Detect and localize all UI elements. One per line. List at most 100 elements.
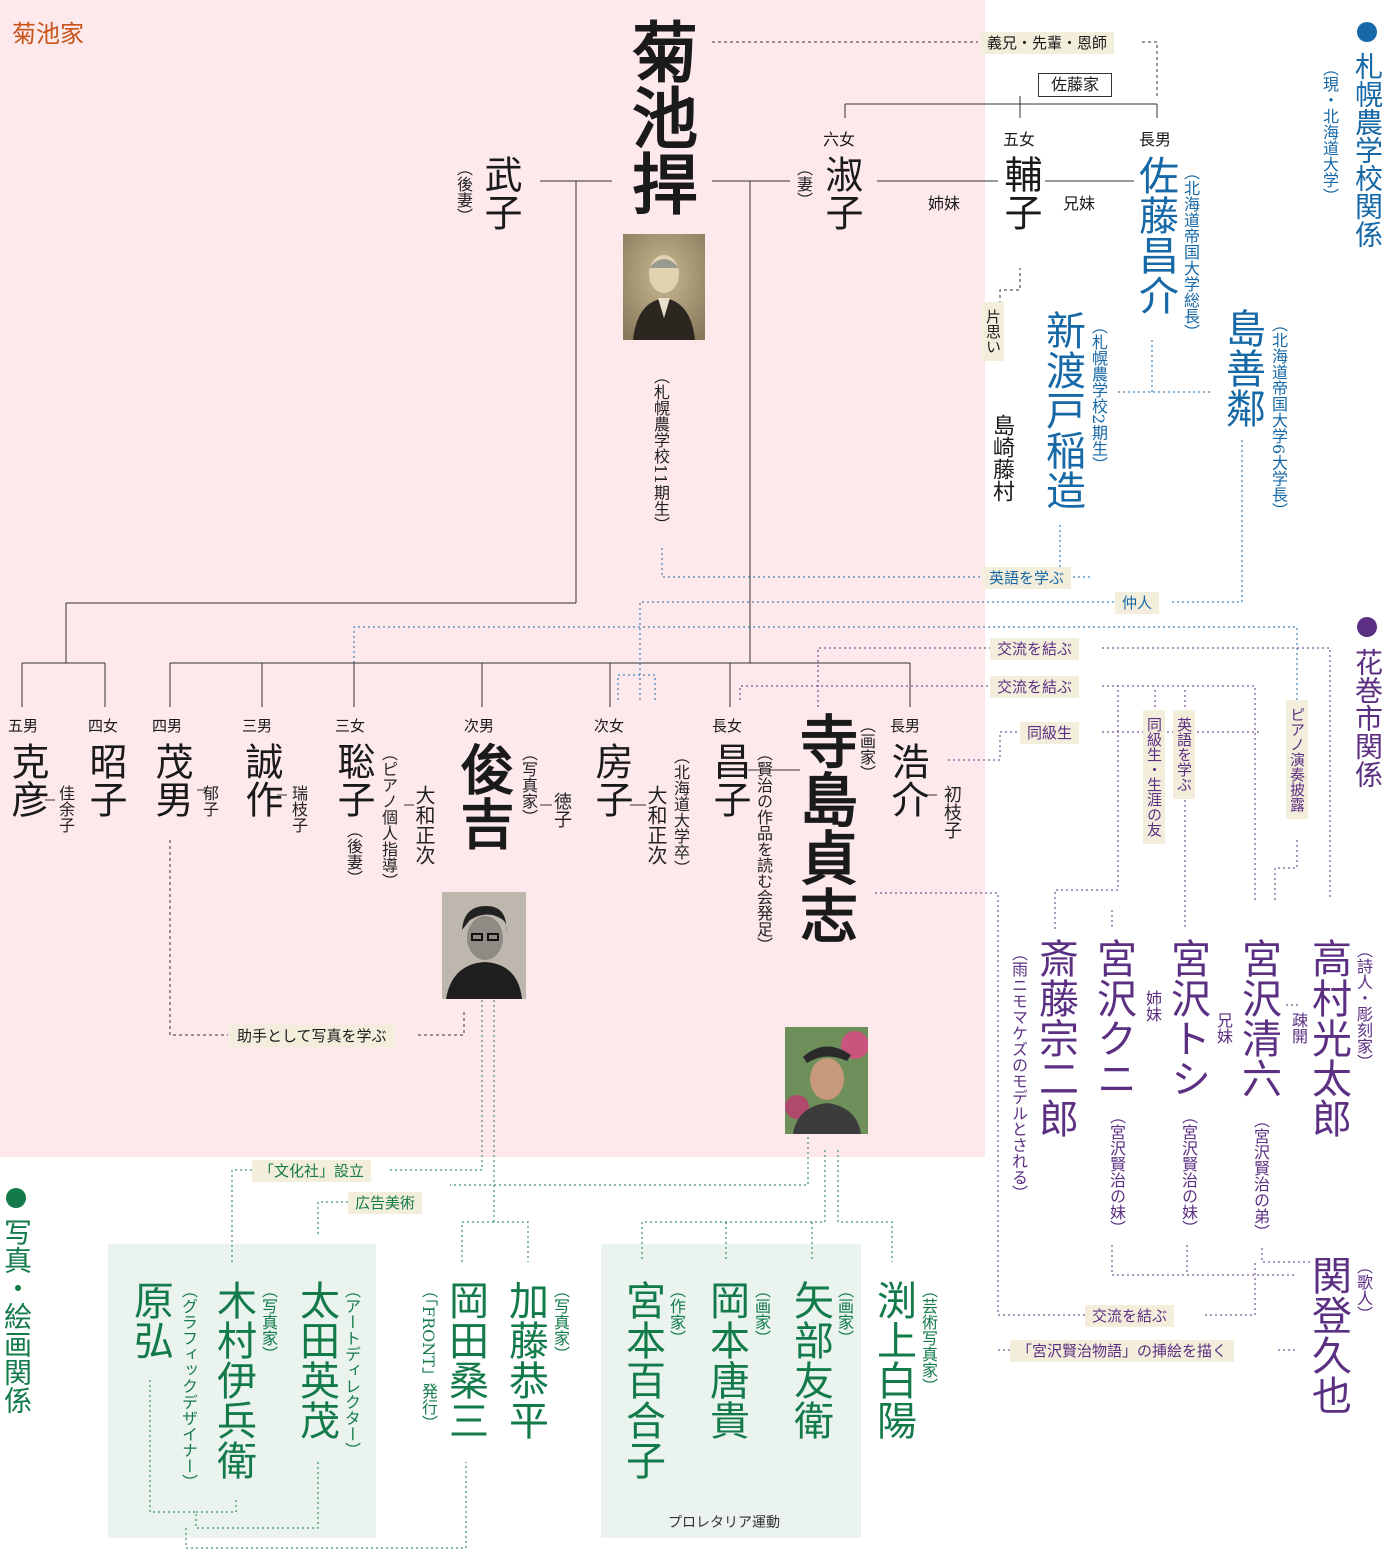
seiroku-note: （宮沢賢治の弟） (1251, 1112, 1270, 1240)
shunkichi-spouse: 徳子 (551, 792, 572, 828)
shima-zenrin-name: 島善鄰 (1219, 308, 1265, 428)
masako-rank: 長女 (712, 717, 743, 735)
hara-note: （グラフィックデザイナー） (179, 1282, 198, 1490)
seisaku-rank: 三男 (242, 717, 273, 735)
shunkichi-rank: 次男 (464, 717, 495, 735)
yoshiko-rank: 六女 (823, 130, 856, 149)
fuchigami-note: （芸術写真家） (919, 1282, 938, 1394)
label-koryu-3: 交流を結ぶ (1085, 1305, 1175, 1327)
fusako-spouse: 大和正次 (644, 785, 668, 865)
seki-name: 関登久也 (1305, 1255, 1351, 1415)
shima-zenrin-note: （北海道帝国大学6大学長） (1269, 316, 1288, 519)
kikuchi-kan-note: （札幌農学校11期生） (651, 368, 670, 533)
kato-name: 加藤恭平 (502, 1280, 548, 1440)
hara-name: 原弘 (127, 1280, 173, 1360)
relation-shimai-2: 姉妹 (1143, 990, 1162, 1022)
label-joshu: 助手として写真を学ぶ (230, 1025, 394, 1047)
sato-shosuke-note: （北海道帝国大学総長） (1181, 164, 1200, 340)
saito-name: 斎藤宗二郎 (1032, 938, 1078, 1138)
label-proletaria: プロレタリア運動 (668, 1515, 780, 1531)
kuni-note: （宮沢賢治の妹） (1107, 1108, 1126, 1236)
okada-name: 岡田桑三 (442, 1280, 488, 1440)
relation-kyomai: 兄妹 (1063, 194, 1096, 213)
masako-name: 昌子 (707, 742, 751, 818)
shigeo-rank: 四男 (152, 717, 183, 735)
satoko-spouse: 大和正次 (412, 785, 436, 865)
sapporo-heading: 札幌農学校関係 (1351, 52, 1384, 248)
hoko-rank: 五女 (1003, 130, 1036, 149)
terashima-name: 寺島貞志 (790, 712, 858, 944)
kimura-name: 木村伊兵衛 (210, 1280, 256, 1480)
okamoto-note: （画家） (752, 1282, 771, 1346)
label-eigo-2: 英語を学ぶ (1173, 710, 1195, 799)
photo-art-heading: 写真・絵画関係 (0, 1218, 33, 1414)
sato-shosuke-name: 佐藤昌介 (1132, 155, 1178, 315)
takamura-name: 高村光太郎 (1305, 938, 1351, 1138)
sato-rank: 長男 (1139, 130, 1172, 149)
akiko-name: 昭子 (83, 742, 127, 818)
yabe-name: 矢部友衛 (787, 1280, 833, 1440)
seki-note: （歌人） (1354, 1258, 1373, 1322)
shimazaki-name: 島崎藤村 (989, 414, 1014, 502)
shunkichi-note: （写真家） (519, 745, 538, 825)
katsuhiko-rank: 五男 (8, 717, 39, 735)
kikuchi-family-heading: 菊池家 (12, 20, 84, 48)
miyamoto-note: （作家） (667, 1282, 686, 1346)
label-koryu-1: 交流を結ぶ (990, 638, 1080, 660)
label-eigo: 英語を学ぶ (982, 567, 1072, 589)
satoko-rank: 三女 (335, 717, 366, 735)
seisaku-spouse: 瑞枝子 (289, 785, 308, 833)
yabe-note: （画家） (835, 1282, 854, 1346)
label-nakodo: 仲人 (1115, 592, 1160, 614)
label-giken: 義兄・先輩・恩師 (980, 32, 1115, 54)
toshi-name: 宮沢トシ (1164, 938, 1210, 1098)
toshi-note: （宮沢賢治の妹） (1179, 1108, 1198, 1236)
hanamaki-dot-icon (1357, 617, 1377, 637)
sato-family-box: 佐藤家 (1038, 73, 1112, 97)
proletaria-group-box (601, 1244, 861, 1538)
shigeo-name: 茂男 (149, 742, 193, 818)
fusako-rank: 次女 (594, 717, 625, 735)
kato-note: （写真家） (551, 1282, 570, 1362)
label-dokyusei: 同級生 (1020, 722, 1080, 744)
kuni-name: 宮沢クニ (1090, 938, 1136, 1098)
label-sashie: 「宮沢賢治物語」の挿絵を描く (1010, 1340, 1235, 1362)
okamoto-name: 岡本唐貴 (703, 1280, 749, 1440)
fusako-spouse-note: （北海道大学卒） (671, 748, 690, 876)
shigeo-spouse: 郁子 (200, 785, 219, 817)
photo-art-dot-icon (6, 1188, 26, 1208)
katsuhiko-spouse: 佳余子 (56, 785, 75, 833)
fusako-name: 房子 (589, 742, 633, 818)
label-koryu-2: 交流を結ぶ (990, 676, 1080, 698)
shunkichi-photo (442, 892, 526, 999)
label-kokoku: 広告美術 (348, 1192, 423, 1214)
kikuchi-kan-name: 菊池捍 (621, 18, 699, 216)
okada-note: （「FRONT」発行） (419, 1282, 438, 1431)
label-dokyusei-tomo: 同級生・生涯の友 (1143, 710, 1165, 844)
kosuke-spouse: 初枝子 (941, 785, 962, 839)
ota-note: （アートディレクター） (342, 1282, 361, 1458)
relation-kyomai-2: 兄妹 (1214, 1012, 1233, 1044)
design-group-box (108, 1244, 376, 1538)
hanamaki-heading: 花巻市関係 (1351, 648, 1384, 788)
terashima-note: （画家） (857, 717, 876, 781)
sapporo-subheading: （現・北海道大学） (1320, 60, 1339, 204)
label-kataomoi: 片思い (982, 302, 1004, 361)
hoko-name: 輔子 (998, 155, 1042, 231)
yoshiko-note: （妻） (794, 160, 813, 208)
relation-shimai: 姉妹 (928, 194, 961, 213)
kosuke-rank: 長男 (890, 717, 921, 735)
takamura-note: （詩人・彫刻家） (1354, 942, 1373, 1070)
kimura-note: （写真家） (259, 1282, 278, 1362)
kikuchi-kan-photo (623, 234, 705, 340)
satoko-name: 聡子 (331, 742, 375, 818)
saito-note: （雨ニモマケズのモデルとされる） (1009, 945, 1028, 1201)
shunkichi-name: 俊吉 (451, 742, 515, 850)
relation-sokai: 疎開 (1289, 1012, 1308, 1044)
satoko-note: （ピアノ個人指導） (379, 745, 398, 889)
nitobe-note: （札幌農学校2期生） (1089, 318, 1108, 473)
label-bunkasha: 「文化社」設立 (252, 1160, 372, 1182)
label-piano: ピアノ演奏披露 (1286, 700, 1308, 819)
miyamoto-name: 宮本百合子 (619, 1280, 665, 1480)
